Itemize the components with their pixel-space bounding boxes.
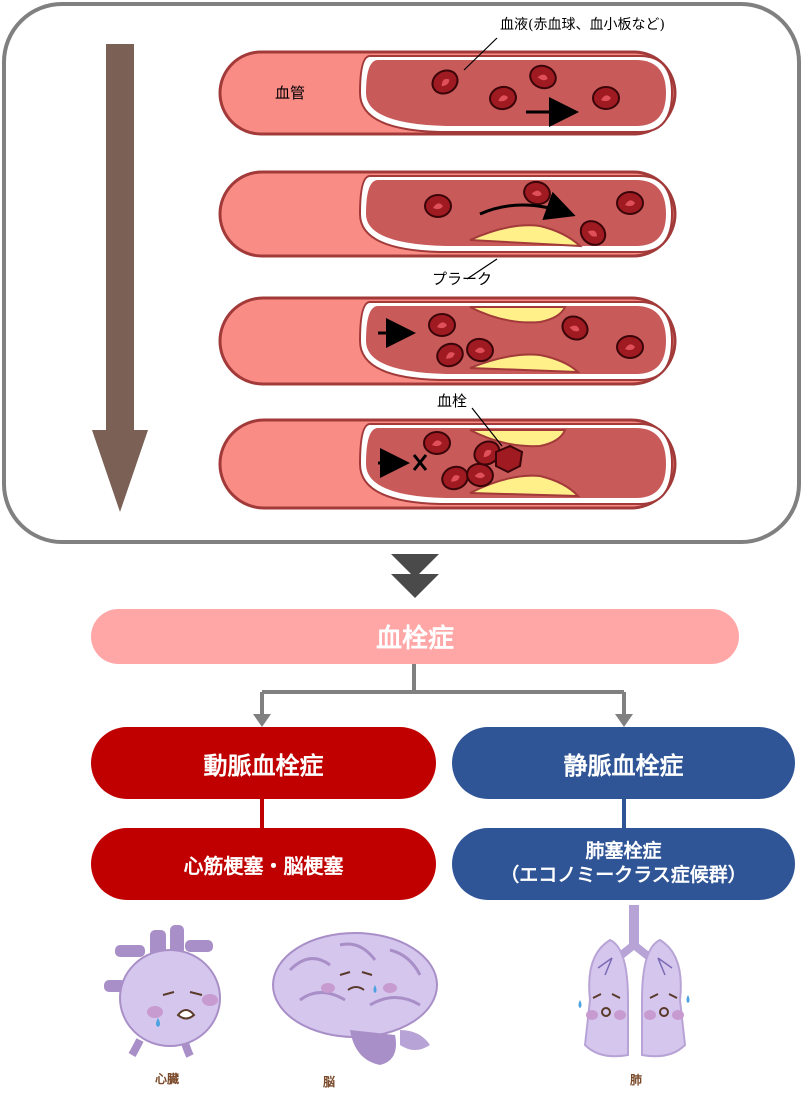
venous-condition-line2: （エコノミークラス症候群） (500, 864, 747, 886)
arterial-condition-box: 心筋梗塞・脳梗塞 (91, 828, 436, 900)
venous-condition-box: 肺塞栓症 （エコノミークラス症候群） (452, 828, 795, 900)
brain-label: 脳 (323, 1075, 336, 1089)
vessel-normal (218, 50, 677, 136)
arterial-condition: 心筋梗塞・脳梗塞 (183, 853, 344, 878)
down-chevron-icon (391, 554, 439, 598)
thrombosis-title-text: 血栓症 (375, 624, 454, 654)
vessel-thrombus (218, 418, 677, 510)
venous-condition-line1: 肺塞栓症 (585, 840, 662, 863)
arterial-thrombosis-box: 動脈血栓症 (91, 727, 436, 799)
process-panel (2, 2, 801, 544)
vessel-narrowed (218, 296, 677, 386)
thrombus-label: 血栓 (437, 392, 468, 410)
thrombosis-title: 血栓症 (91, 609, 739, 664)
plaque-label: プラーク (432, 270, 493, 288)
lungs-illustration (578, 905, 690, 1058)
vessel-plaque (218, 170, 677, 258)
blood-label: 血液(赤血球、血小板など) (500, 17, 665, 33)
heart-illustration (104, 925, 221, 1058)
arterial-title: 動脈血栓症 (203, 751, 324, 780)
venous-title: 静脈血栓症 (563, 751, 684, 780)
heart-label: 心臓 (155, 1072, 180, 1086)
branch-connector (260, 664, 626, 716)
time-progression-arrow (92, 44, 148, 512)
vessel-label: 血管 (275, 84, 306, 102)
brain-illustration (272, 932, 438, 1065)
venous-thrombosis-box: 静脈血栓症 (452, 727, 795, 799)
lungs-label: 肺 (630, 1073, 643, 1087)
